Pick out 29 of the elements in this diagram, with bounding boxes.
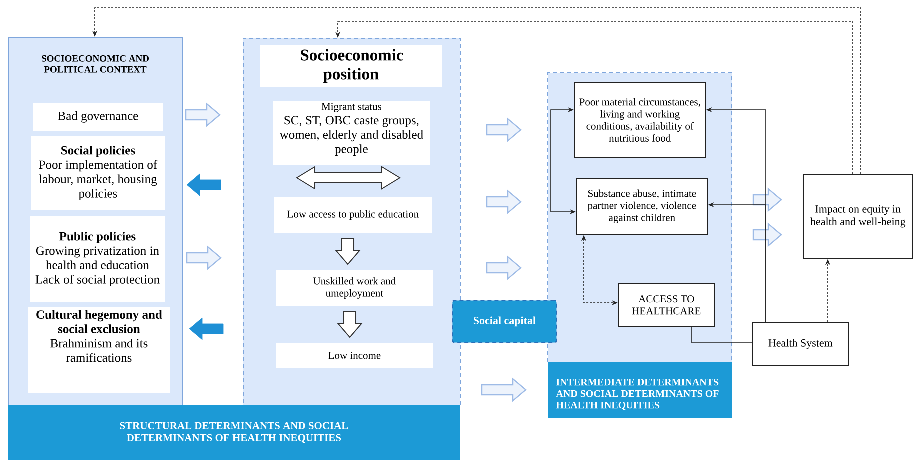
node-label: INTERMEDIATE DETERMINANTS AND SOCIAL DETERMINANTS OF HEALTH INEQUITIES [556,378,719,410]
text-box: Migrant status SC, ST, OBC caste groups, women, elderly and disabled people [273,101,430,166]
text-box: Unskilled work and umeployment [276,270,434,306]
block-arrow [189,318,224,340]
text-box: Poor material circumstances, living and working conditions, availability of nutritious food [574,82,706,158]
text-box: Low access to public education [274,197,432,234]
text-box: Substance abuse, intimate partner violence, violence against children [576,178,708,236]
dashed-box: Social capital [452,300,558,344]
block-arrow [334,238,362,266]
text-box: ACCESS TO HEALTHCARE [618,283,716,328]
heading-box: Socioeconomic position [260,45,442,88]
text-box: Cultural hegemony and social exclusion Brahminism and its ramifications [28,307,170,394]
block-arrow [486,256,522,280]
block-arrow [336,311,364,338]
block-arrow [486,118,522,142]
block-arrow [185,102,221,128]
text-box: Social policies Poor implementation of labour, market, housing policies [31,136,166,210]
block-arrow [481,378,527,402]
text-box: Impact on equity in health and well-being [803,174,914,260]
block-arrow [486,190,522,214]
band: STRUCTURAL DETERMINANTS AND SOCIAL DETERMINANTS OF HEALTH INEQUITIES [8,405,460,460]
block-arrow [752,222,782,248]
block-arrow [752,188,782,212]
text-box: Low income [276,343,434,368]
block-arrow [186,174,222,196]
text-box: Bad governance [33,103,164,132]
text-box: Public policies Growing privatization in health and education Lack of social protection [30,216,166,302]
text-box: Health System [752,322,850,366]
block-arrow [186,246,222,270]
